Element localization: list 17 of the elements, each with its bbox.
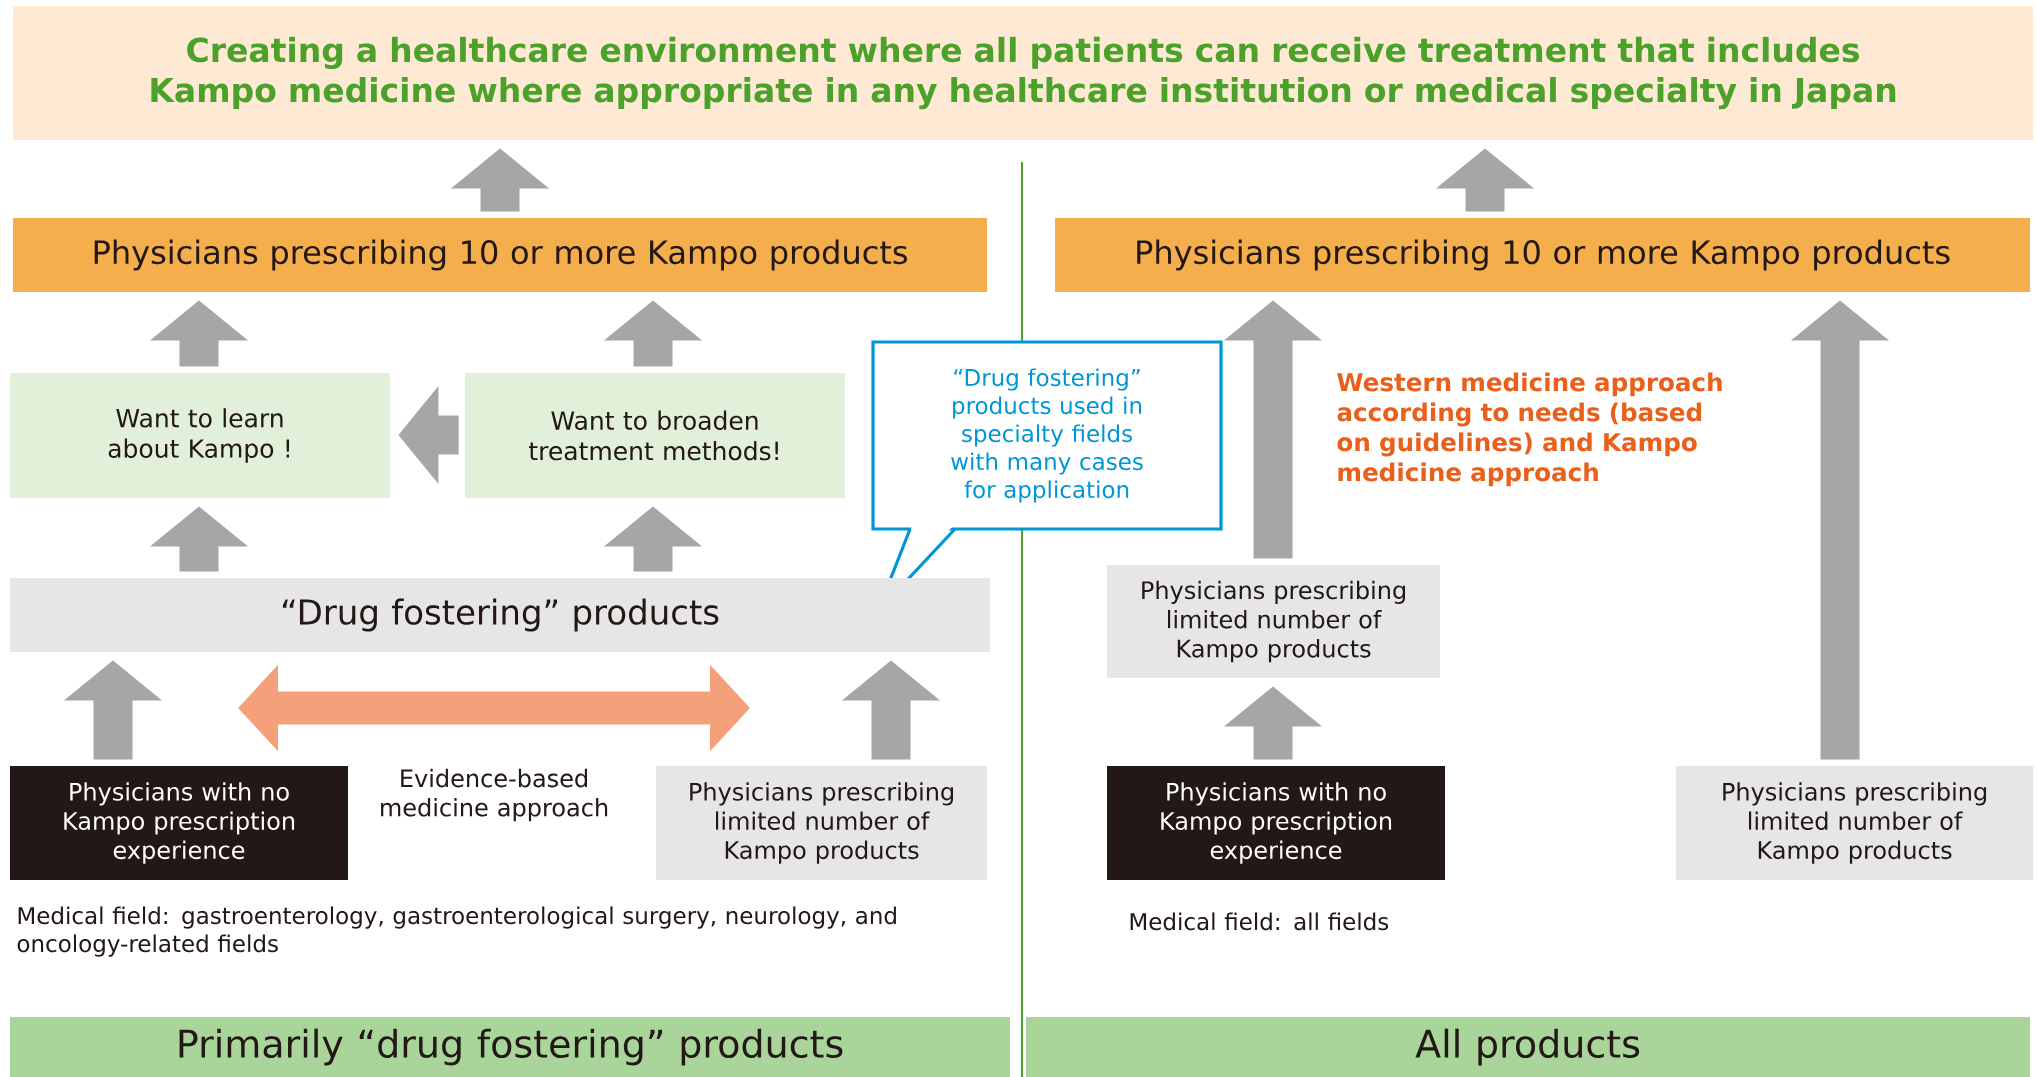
process-box: “Drug fostering” products — [10, 578, 990, 652]
annotation-text: Evidence-based medicine approach — [381, 768, 608, 822]
note-text: Medical field: all fields — [1130, 912, 1389, 931]
process-box: Physicians prescribing 10 or more Kampo products — [13, 218, 987, 292]
process-box: Physicians with no Kampo prescription experience — [10, 766, 348, 880]
process-box: Want to broaden treatment methods! — [465, 373, 845, 498]
process-box: Physicians prescribing limited number of Kampo products — [656, 766, 987, 880]
annotation-text: Western medicine approach according to needs (based on guidelines) and Kampo medicine approach — [1337, 372, 1722, 487]
process-box: Physicians with no Kampo prescription experience — [1107, 766, 1445, 880]
section-band: Primarily “drug fostering” products — [10, 1017, 1010, 1077]
title-banner: Creating a healthcare environment where all patients can receive treatment that includes Kampo medicine where appropriate in any healthcare institution or medical specialty in Japan — [13, 6, 2034, 140]
process-box: Want to learn about Kampo ! — [10, 373, 390, 498]
note-text: Medical field: gastroenterology, gastroenterological surgery, neurology, and oncology-related fields — [17, 906, 896, 957]
section-band: All products — [1026, 1017, 2031, 1077]
process-box: Physicians prescribing limited number of Kampo products — [1676, 766, 2034, 880]
process-box: Physicians prescribing limited number of Kampo products — [1107, 565, 1440, 678]
process-box: Physicians prescribing 10 or more Kampo products — [1055, 218, 2031, 292]
